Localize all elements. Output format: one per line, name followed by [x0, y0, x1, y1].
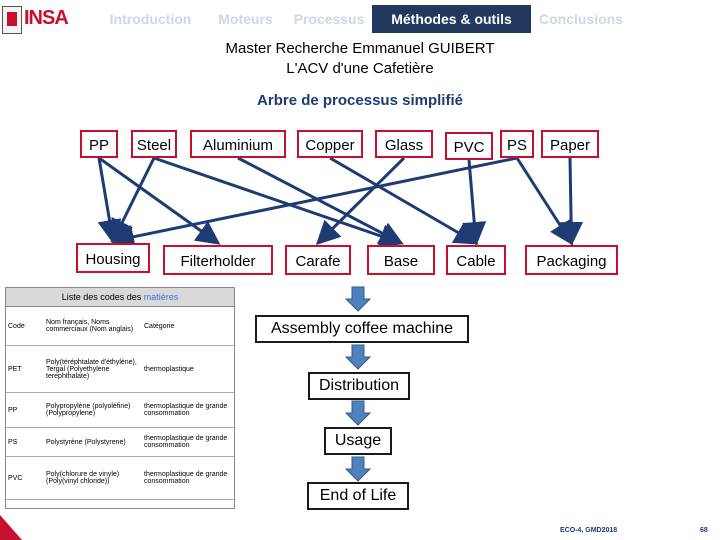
corner-decoration	[0, 515, 22, 540]
tab-conclusions[interactable]: Conclusions	[538, 11, 623, 27]
material-pvc: PVC	[445, 132, 493, 160]
table-row: PS Polystyrène (Polystyrene) thermoplast…	[6, 427, 234, 457]
link-steel-housing	[111, 157, 156, 244]
link-glass-carafe	[315, 156, 406, 246]
code-cell: PS	[6, 427, 44, 457]
logo-text: INSA	[24, 7, 69, 29]
column-header: Catégorie	[142, 307, 234, 346]
diagram-title: Arbre de processus simplifié	[257, 92, 463, 109]
link-pvc-cable	[462, 159, 487, 246]
link-pp-housing	[97, 157, 122, 244]
process-step-end-of-life: End of Life	[307, 482, 409, 510]
material-copper: Copper	[297, 130, 363, 158]
component-packaging: Packaging	[525, 245, 618, 275]
down-arrow-icon	[344, 456, 372, 482]
category-cell: thermoplastique de grande consommation	[142, 456, 234, 500]
tab-introduction[interactable]: Introduction	[109, 11, 192, 27]
category-cell: thermoplastique de grande consommation	[142, 427, 234, 457]
name-cell: Poly(chlorure de vinyle) (Poly(vinyl chl…	[44, 456, 142, 500]
code-cell: PP	[6, 392, 44, 428]
material-steel: Steel	[131, 130, 177, 158]
link-aluminium-base	[237, 156, 404, 245]
insa-logo: INSA	[2, 4, 92, 34]
table-header-row: Code Nom français, Noms commerciaux (Nom…	[6, 307, 234, 346]
link-ps-packaging	[515, 157, 574, 246]
name-cell: Polypropylène (polyoléfine) (Polypropyle…	[44, 392, 142, 428]
material-pp: PP	[80, 130, 118, 158]
column-header: Nom français, Noms commerciaux (Nom angl…	[44, 307, 142, 346]
link-ps-housing	[110, 156, 518, 249]
name-cell: Polystyrène (Polystyrene)	[44, 427, 142, 457]
process-step-assembly: Assembly coffee machine	[255, 315, 469, 343]
table-row: PET Poly(téréphtalate d'éthylène), Terga…	[6, 345, 234, 393]
crest-icon	[2, 6, 22, 34]
material-aluminium: Aluminium	[190, 130, 286, 158]
column-header: Code	[6, 307, 44, 346]
codes-table-title: Liste des codes des matières	[6, 288, 234, 307]
top-navigation-bar: INSA Introduction Moteurs Processus Méth…	[0, 0, 720, 38]
table-row: PP Polypropylène (polyoléfine) (Polyprop…	[6, 392, 234, 428]
down-arrow-icon	[344, 400, 372, 426]
category-cell: thermoplastique de grande consommation	[142, 392, 234, 428]
name-cell: Poly(téréphtalate d'éthylène), Tergal (P…	[44, 345, 142, 393]
link-paper-packaging	[559, 157, 584, 246]
component-base: Base	[367, 245, 435, 275]
footer-course: ECO-4, GMD2018	[560, 527, 618, 534]
code-cell: PET	[6, 345, 44, 393]
component-housing: Housing	[76, 243, 150, 273]
material-codes-table: Liste des codes des matières Code Nom fr…	[5, 287, 235, 509]
tab-processus[interactable]: Processus	[293, 11, 365, 27]
code-cell: PVC	[6, 456, 44, 500]
tab-methodes-outils[interactable]: Méthodes & outils	[372, 5, 531, 33]
component-cable: Cable	[446, 245, 506, 275]
material-paper: Paper	[541, 130, 599, 158]
material-glass: Glass	[375, 130, 433, 158]
component-carafe: Carafe	[285, 245, 351, 275]
material-ps: PS	[500, 130, 534, 158]
header-subtitle: L'ACV d'une Cafetière	[286, 60, 434, 77]
component-filterholder: Filterholder	[163, 245, 273, 275]
page-number: 68	[700, 527, 708, 534]
link-pp-filterholder	[98, 156, 221, 245]
table-row: PVC Poly(chlorure de vinyle) (Poly(vinyl…	[6, 456, 234, 500]
category-cell: thermoplastique	[142, 345, 234, 393]
process-step-distribution: Distribution	[308, 372, 410, 400]
process-step-usage: Usage	[324, 427, 392, 455]
down-arrow-icon	[344, 286, 372, 312]
down-arrow-icon	[344, 344, 372, 370]
link-steel-base	[153, 156, 404, 248]
link-copper-cable	[329, 156, 479, 245]
tab-moteurs[interactable]: Moteurs	[218, 11, 273, 27]
header-author: Master Recherche Emmanuel GUIBERT	[225, 40, 495, 57]
